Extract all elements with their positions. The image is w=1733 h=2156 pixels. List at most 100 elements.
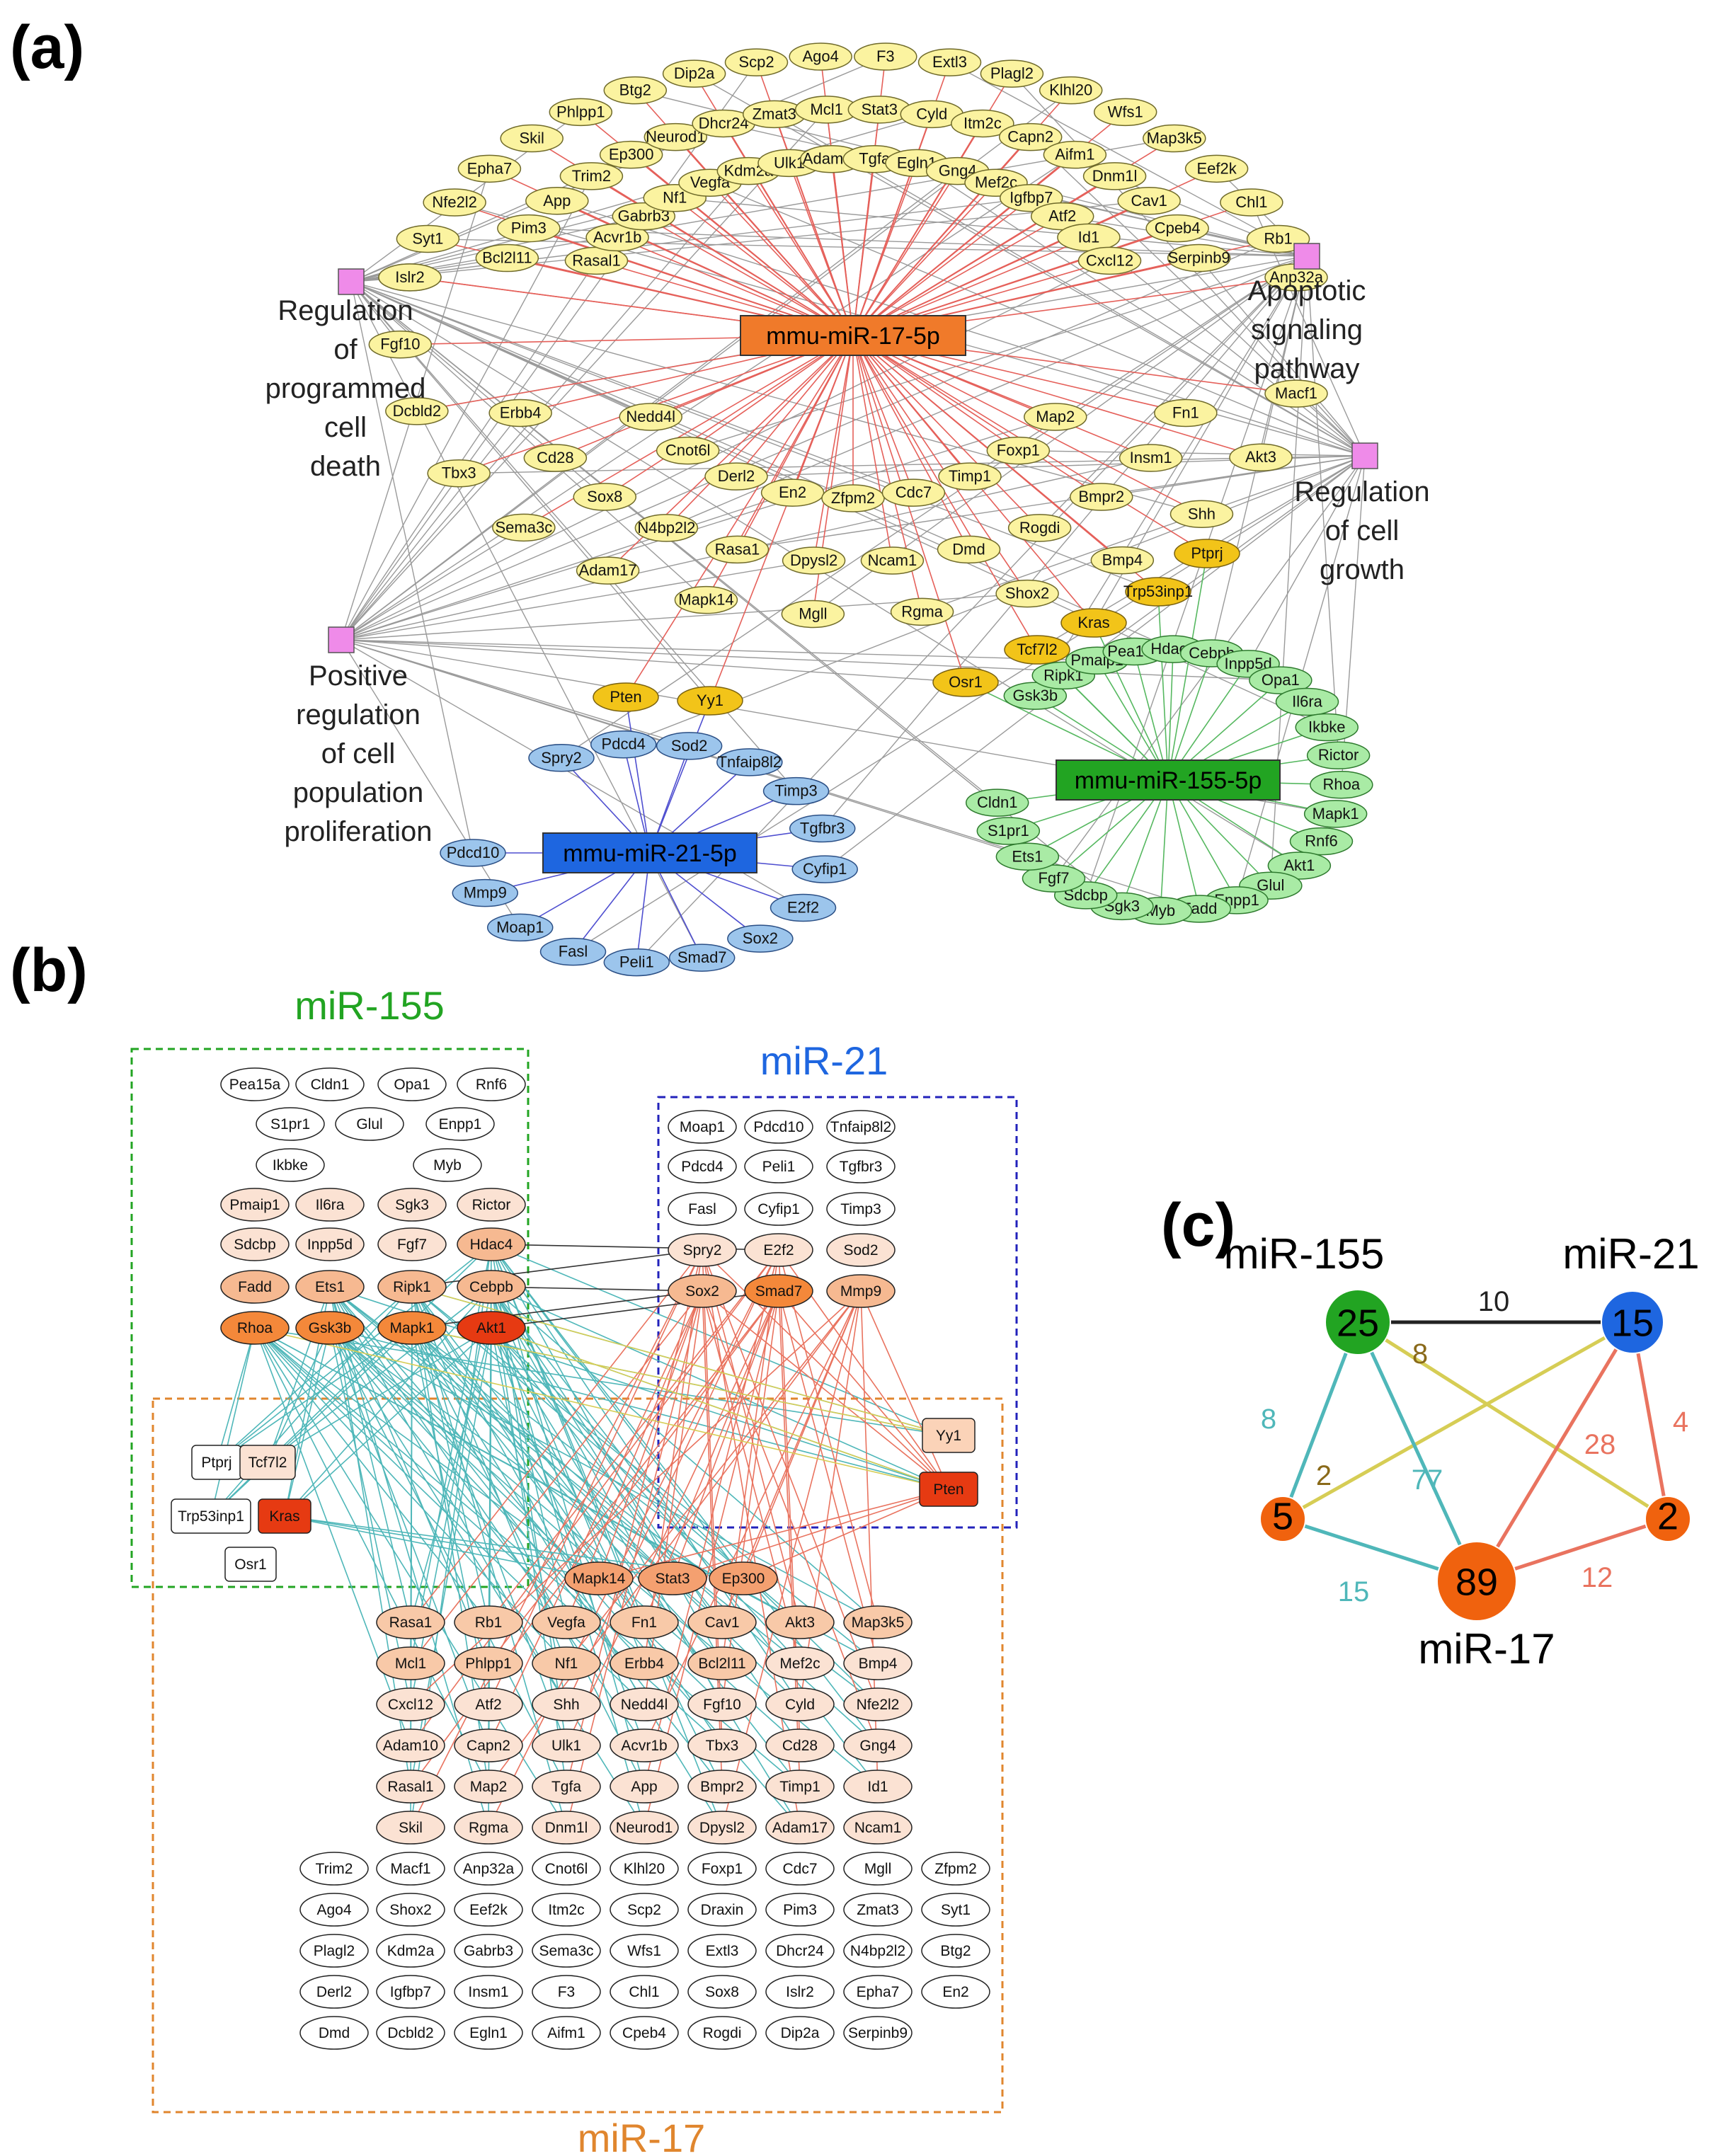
b-node-adam10-label: Adam10 <box>383 1738 438 1754</box>
b-node-ripk1: Ripk1 <box>377 1270 447 1304</box>
a-node-en2: En2 <box>760 478 825 507</box>
a-node-bmpr2-label: Bmpr2 <box>1078 488 1124 505</box>
b-node-sdcbp-label: Sdcbp <box>234 1237 276 1253</box>
b-node-itm2c: Itm2c <box>532 1893 601 1927</box>
b-node-btg2: Btg2 <box>921 1934 990 1968</box>
b-node-scp2-label: Scp2 <box>627 1902 661 1918</box>
b-node-kras-shape <box>258 1498 311 1534</box>
b-node-eef2k-label: Eef2k <box>469 1902 508 1918</box>
a-node-klhl20-shape <box>1039 76 1103 105</box>
a-node-klhl20: Klhl20 <box>1039 76 1103 105</box>
term-t2-line-1: signaling <box>1251 314 1363 345</box>
box-mir21 <box>657 1096 1018 1529</box>
b-node-ncam1-label: Ncam1 <box>854 1820 902 1836</box>
b-node-pdcd10-shape <box>744 1110 813 1144</box>
a-node-cyfip1: Cyfip1 <box>791 855 858 883</box>
a-node-islr2-shape <box>378 263 442 292</box>
b-node-mgll: Mgll <box>843 1852 913 1886</box>
b-node-e2f2-label: E2f2 <box>763 1242 794 1258</box>
b-node-cyld-shape <box>765 1687 835 1721</box>
b-edge-salmon <box>702 1249 949 1490</box>
b-node-tgfa-shape <box>532 1770 601 1804</box>
b-node-tnfaip8l2: Tnfaip8l2 <box>826 1110 896 1144</box>
a-node-foxp1: Foxp1 <box>986 436 1051 465</box>
hub-mir21-label: mmu-miR-21-5p <box>563 840 737 867</box>
b-node-mcl1-shape <box>376 1646 445 1680</box>
b-node-draxin-shape <box>687 1893 757 1927</box>
term-edge <box>341 176 593 641</box>
a-node-mapk14-label: Mapk14 <box>678 591 733 609</box>
b-node-wfs1-label: Wfs1 <box>627 1943 661 1959</box>
b-node-egln1-shape <box>454 2016 523 2050</box>
edge-mir17-adam10 <box>830 159 854 336</box>
a-node-fgf10-label: Fgf10 <box>380 336 420 353</box>
a-node-ets1-label: Ets1 <box>1012 847 1043 865</box>
edge-mir17-yy1 <box>709 335 854 701</box>
edge-mir17-app <box>556 200 854 336</box>
b-edge-teal <box>254 1327 411 1746</box>
a-node-s1pr1-shape <box>976 817 1041 845</box>
a-node-klhl20-label: Klhl20 <box>1049 81 1092 99</box>
a-node-serpinb9: Serpinb9 <box>1167 243 1231 273</box>
edge-mir17-rasa1 <box>736 335 854 550</box>
b-node-rgma: Rgma <box>454 1811 523 1845</box>
b-node-app-label: App <box>631 1779 657 1795</box>
b-node-tnfaip8l2-label: Tnfaip8l2 <box>830 1119 891 1135</box>
b-node-rnf6: Rnf6 <box>457 1067 526 1101</box>
a-node-cldn1: Cldn1 <box>965 789 1029 817</box>
b-node-timp3: Timp3 <box>826 1192 896 1226</box>
b-node-ncam1-shape <box>843 1811 913 1845</box>
a-node-dcbld2-label: Dcbld2 <box>393 402 441 420</box>
b-node-shox2-label: Shox2 <box>389 1902 432 1918</box>
b-node-syt1: Syt1 <box>921 1893 990 1927</box>
a-node-sod2: Sod2 <box>656 732 723 760</box>
term-edge <box>341 639 1097 661</box>
b-node-bmpr2-label: Bmpr2 <box>700 1779 744 1795</box>
b-node-pdcd10-label: Pdcd10 <box>753 1119 803 1135</box>
a-node-phlpp1: Phlpp1 <box>549 98 613 127</box>
b-node-rasal1: Rasal1 <box>376 1770 445 1804</box>
a-node-insm1: Insm1 <box>1119 444 1183 472</box>
term-edge <box>350 281 1202 515</box>
c-edge-label-mir21_right: 4 <box>1673 1406 1688 1438</box>
a-node-syt1-shape <box>396 224 460 253</box>
b-node-trp53inp1: Trp53inp1 <box>171 1498 251 1534</box>
b-node-cxcl12-label: Cxcl12 <box>388 1697 433 1713</box>
b-node-syt1-label: Syt1 <box>941 1902 971 1918</box>
a-node-sema3c: Sema3c <box>492 513 556 542</box>
a-node-rgma: Rgma <box>890 597 954 626</box>
a-node-cpeb4-shape <box>1145 214 1209 243</box>
a-node-trp53inp1-label: Trp53inp1 <box>1123 583 1193 600</box>
b-node-spry2: Spry2 <box>668 1233 737 1267</box>
b-node-sema3c-label: Sema3c <box>539 1943 593 1959</box>
a-node-rgma-shape <box>890 597 954 626</box>
a-node-cd28-label: Cd28 <box>537 449 574 466</box>
a-node-osr1-shape <box>932 667 999 697</box>
b-node-ep300-label: Ep300 <box>722 1571 765 1587</box>
a-node-app-shape <box>525 187 589 215</box>
a-node-akt1-shape <box>1267 851 1332 880</box>
term-edge <box>922 455 1366 613</box>
b-node-mapk1-shape <box>377 1311 447 1345</box>
b-edge-teal <box>491 1244 744 1579</box>
a-node-sod2-shape <box>656 732 723 760</box>
a-node-kras: Kras <box>1060 608 1127 638</box>
c-node-mir155-circle <box>1325 1289 1391 1355</box>
b-node-f3-shape <box>532 1975 601 2009</box>
b-node-trim2-label: Trim2 <box>316 1861 353 1877</box>
b-node-vegfa-shape <box>532 1605 601 1639</box>
b-node-moap1: Moap1 <box>668 1110 737 1144</box>
b-node-sod2-shape <box>826 1233 896 1267</box>
b-node-cd28-shape <box>765 1728 835 1762</box>
a-node-igfbp7-label: Igfbp7 <box>1010 189 1053 207</box>
a-node-aifm1: Aifm1 <box>1043 140 1107 169</box>
a-node-map2-shape <box>1024 403 1087 431</box>
term-edge <box>822 256 1308 829</box>
a-node-serpinb9-shape <box>1167 243 1231 273</box>
a-node-extl3: Extl3 <box>917 48 982 76</box>
b-node-cyfip1: Cyfip1 <box>744 1192 813 1226</box>
b-node-sox8-shape <box>687 1975 757 2009</box>
